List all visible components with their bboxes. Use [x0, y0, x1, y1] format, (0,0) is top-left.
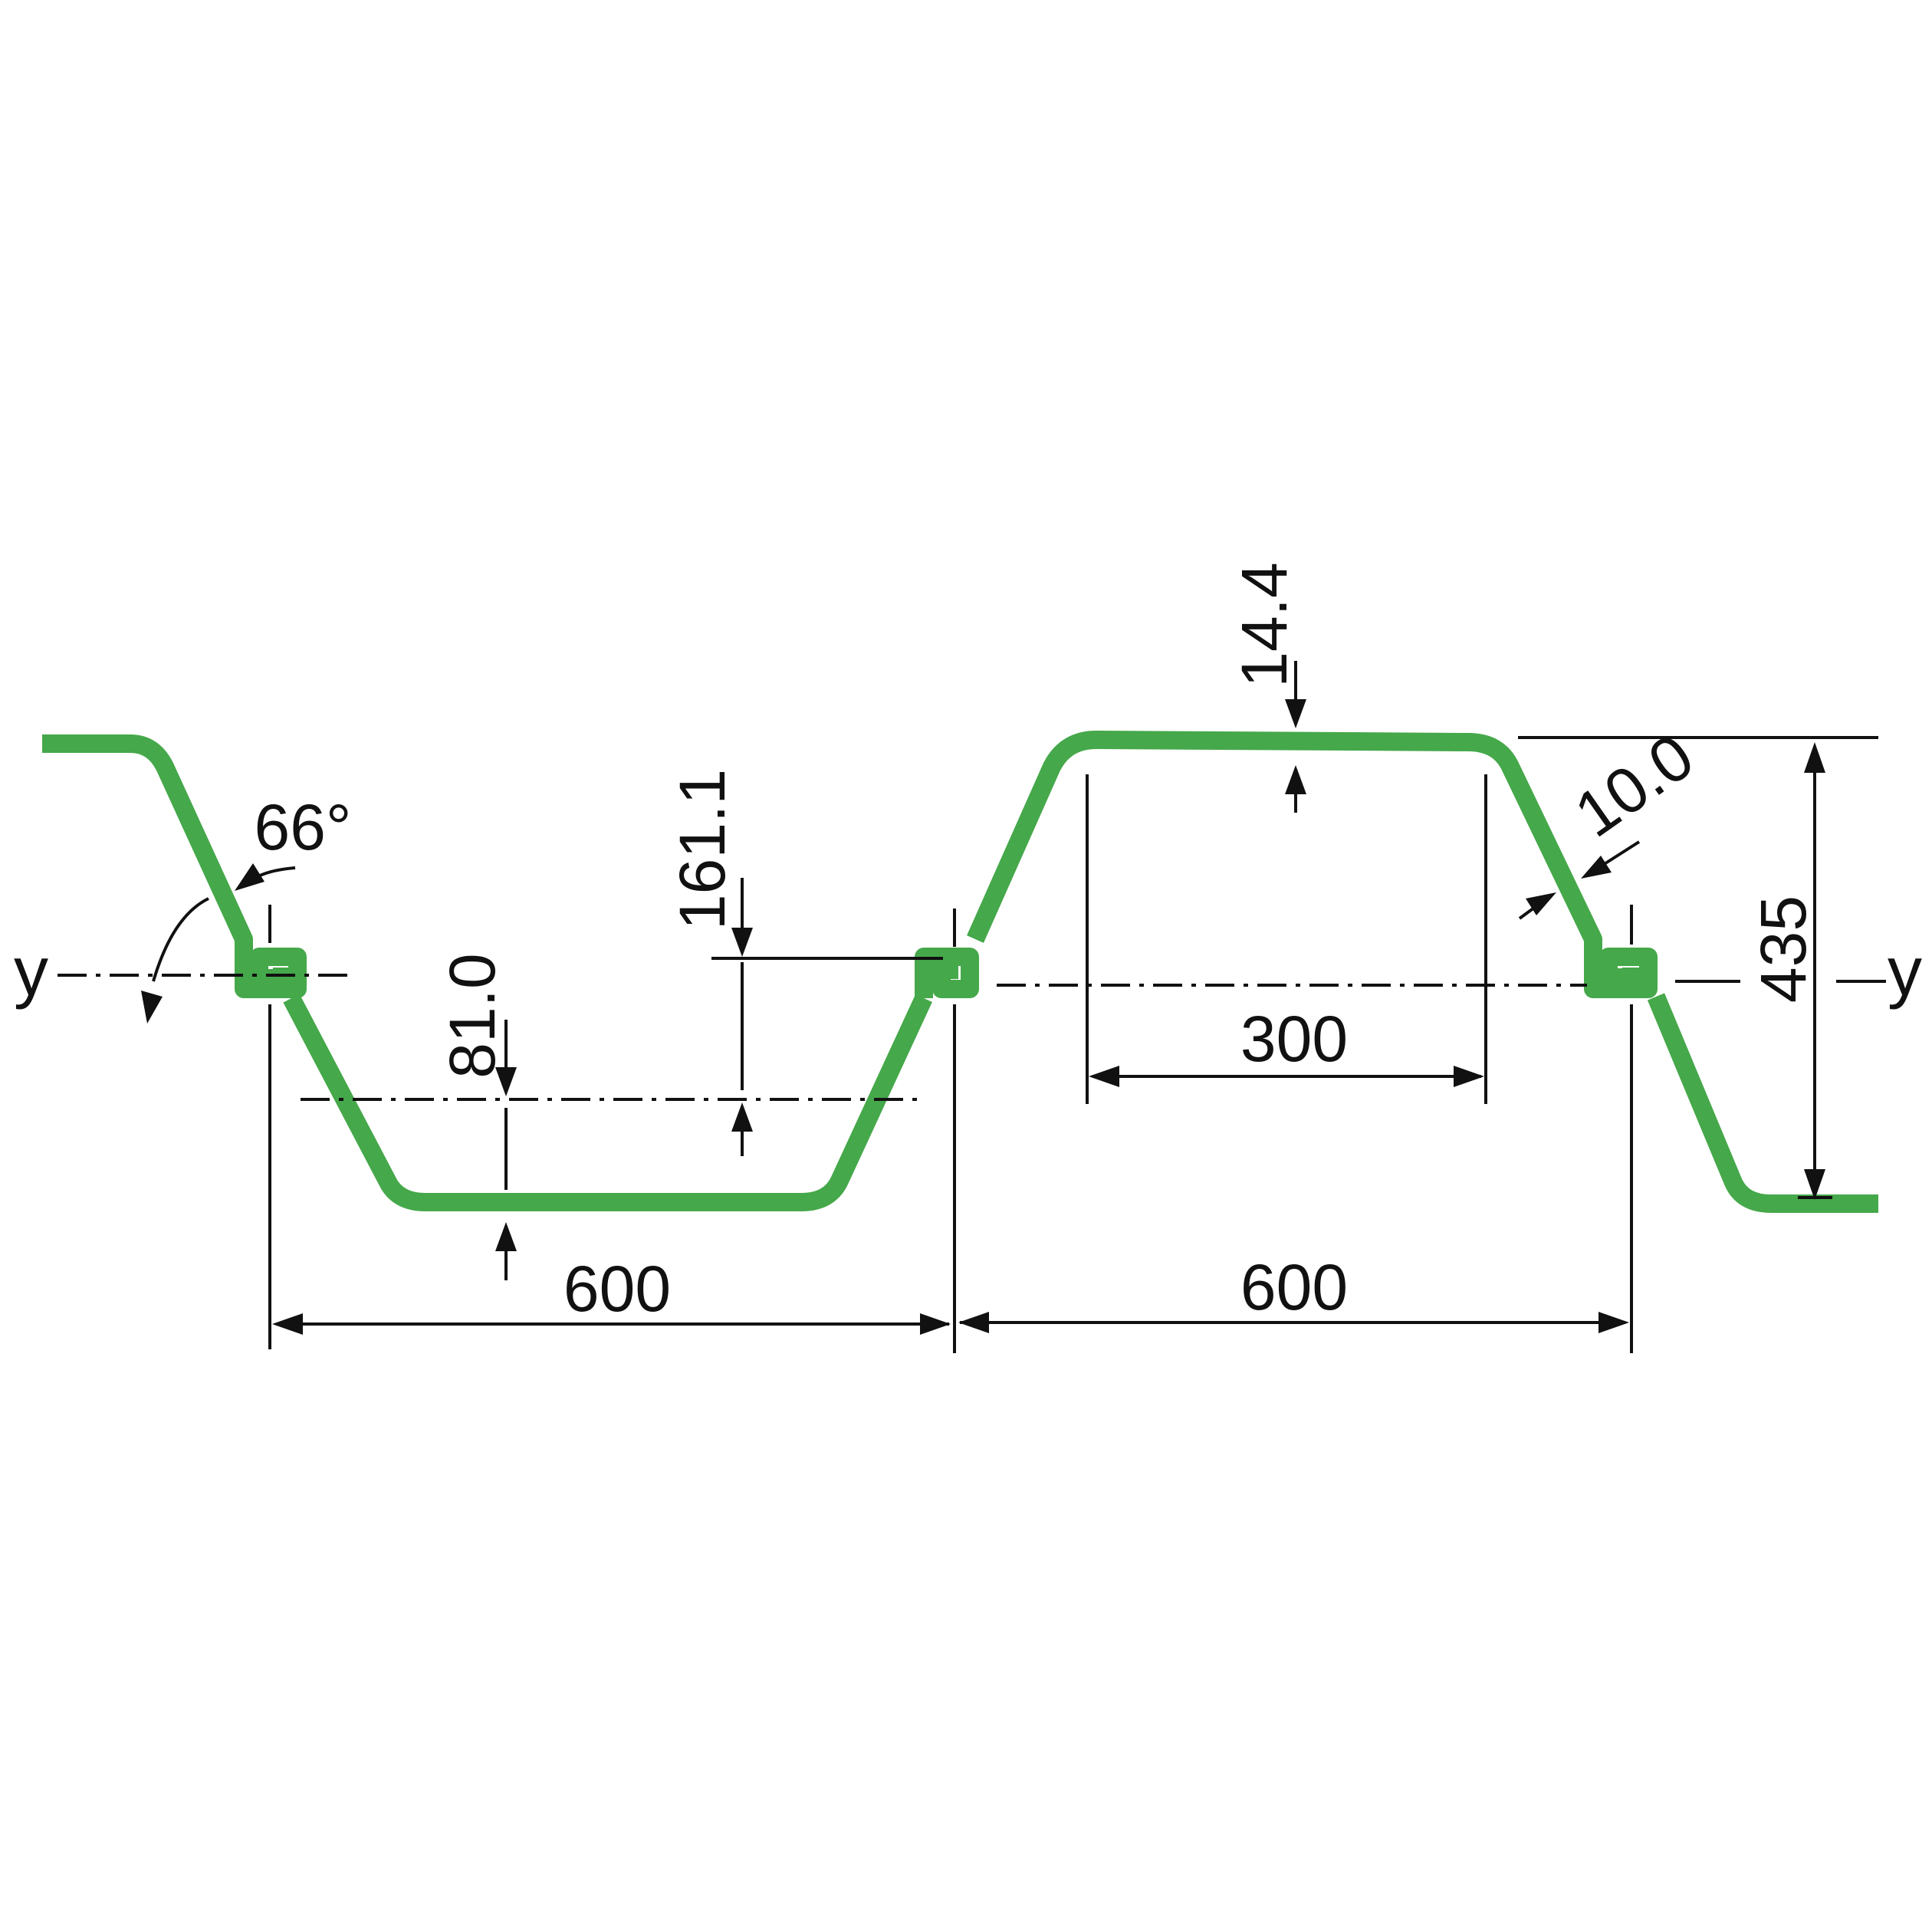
height-label: 435 — [1747, 895, 1819, 1003]
dimension-width-left: 600 — [272, 1253, 951, 1335]
dimension-flange-width: 300 — [1089, 1003, 1484, 1087]
dimension-web-thickness: 10.0 — [1518, 720, 1706, 920]
centroid-top-label: 161.1 — [666, 769, 738, 930]
angle-label: 66° — [254, 791, 351, 863]
dimension-centroid-top: 161.1 — [666, 769, 753, 1156]
profile-trough — [283, 994, 932, 1211]
web-thickness-label: 10.0 — [1562, 720, 1706, 851]
flange-thickness-label: 14.4 — [1228, 562, 1300, 688]
dimension-centroid-bottom: 81.0 — [436, 953, 517, 1280]
flange-width-label: 300 — [1240, 1003, 1348, 1075]
dimension-width-right: 600 — [958, 1251, 1629, 1333]
profile-left-pan — [42, 734, 253, 974]
extension-lines — [268, 736, 1878, 1353]
centroid-bottom-label: 81.0 — [436, 953, 508, 1079]
dimension-flange-thickness: 14.4 — [1228, 562, 1306, 813]
axis-label-right: y — [1888, 934, 1922, 1010]
interlock-middle — [915, 948, 979, 998]
profile-crest — [967, 731, 1602, 975]
dimension-angle: 66° — [141, 791, 352, 1024]
interlock-left — [235, 948, 307, 998]
axis-label-left: y — [14, 934, 48, 1010]
neutral-axis — [58, 974, 1886, 987]
profile-right-pan — [1647, 993, 1878, 1213]
dimension-height: 435 — [1747, 742, 1832, 1200]
interlock-right — [1584, 948, 1658, 998]
width-right-label: 600 — [1240, 1251, 1348, 1323]
width-left-label: 600 — [564, 1253, 671, 1325]
